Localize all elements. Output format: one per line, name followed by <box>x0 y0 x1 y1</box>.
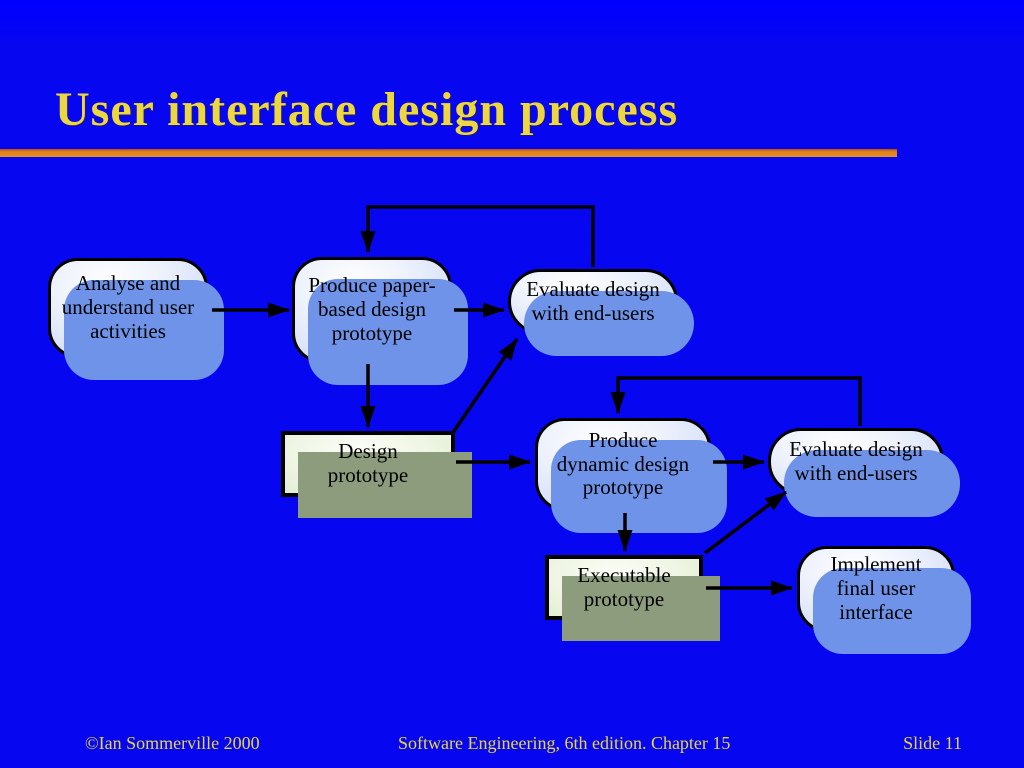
node-design-prototype: Design prototype <box>281 431 472 518</box>
slide-title: User interface design process <box>55 83 679 136</box>
footer-slide-number: Slide 11 <box>903 733 962 753</box>
node-label: Analyse and understand user activities <box>61 271 195 343</box>
footer-book-title: Software Engineering, 6th edition. Chapt… <box>398 733 731 753</box>
node-label: Executable prototype <box>577 562 671 611</box>
node-label: Evaluate design with end-users <box>526 276 660 325</box>
node-analyse-activities: Analyse and understand user activities <box>48 258 224 380</box>
footer-copyright: ©Ian Sommerville 2000 <box>85 733 260 753</box>
node-label: Design prototype <box>327 439 409 487</box>
slide-footer: ©Ian Sommerville 2000 Software Engineeri… <box>0 733 1024 759</box>
node-label: Implement final user interface <box>830 552 922 624</box>
node-produce-dynamic-prototype: Produce dynamic design prototype <box>535 418 727 533</box>
title-underline <box>0 149 897 157</box>
node-evaluate-design-2: Evaluate design with end-users <box>768 428 960 517</box>
node-label: Produce paper- based design prototype <box>308 273 436 345</box>
node-label: Evaluate design with end-users <box>789 436 923 485</box>
node-executable-prototype: Executable prototype <box>545 555 720 641</box>
node-evaluate-design-1: Evaluate design with end-users <box>508 269 694 356</box>
node-produce-paper-prototype: Produce paper- based design prototype <box>292 257 468 385</box>
node-label: Produce dynamic design prototype <box>556 427 690 500</box>
node-implement-interface: Implement final user interface <box>797 546 971 654</box>
